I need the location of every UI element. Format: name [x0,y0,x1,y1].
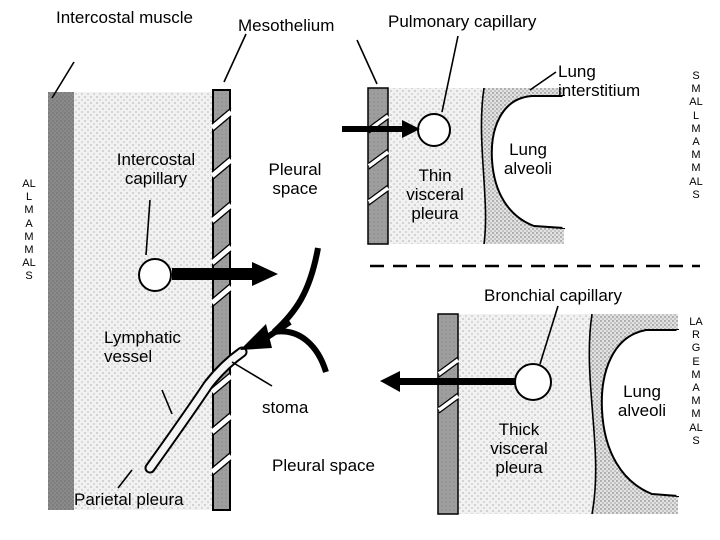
filtration-arrow-shaft [172,268,254,280]
large-mesothelium-band [437,313,459,515]
lung-alveoli-large-label: Lung alveoli [617,382,667,420]
pulmonary-capillary-circle [417,113,451,147]
pulmonary-capillary-label: Pulmonary capillary [388,12,537,31]
thick-visceral-pleura-label: Thick visceral pleura [490,420,548,477]
bronchial-capillary-label: Bronchial capillary [484,286,622,305]
thin-visceral-pleura-label: Thin visceral pleura [406,166,464,223]
mesothelium-gaps [210,110,233,474]
intercostal-capillary-circle [138,258,172,292]
parietal-pleura-panel [48,33,329,511]
small-filtration-arrow-shaft [342,126,404,132]
mesothelium-label: Mesothelium [238,16,335,35]
large-mammals-side-label: LARGE MAMMALS [689,316,703,447]
parietal-pleura-label: Parietal pleura [74,490,184,509]
large-filtration-arrow-shaft [398,378,516,385]
all-mammals-side-label: ALL MAMMALS [22,178,36,283]
intercostal-capillary-label: Intercostal capillary [116,150,196,188]
bronchial-capillary-circle [514,363,552,401]
intercostal-muscle-band [48,92,74,510]
lung-interstitium-label: Lung interstitium [558,62,641,100]
pleural-space-lower-label: Pleural space [272,456,376,475]
large-mammal-panel [380,305,680,515]
lung-alveoli-small-label: Lung alveoli [503,140,553,178]
small-mammals-side-label: SMALL MAMMALS [689,70,703,201]
parietal-tissue [48,92,230,510]
absorption-arrow-head [240,324,272,350]
small-alveolus [490,95,565,230]
lymphatic-vessel-lumen [146,348,246,472]
pleural-space-upper-label: Pleural space [268,160,322,198]
intercostal-muscle-label: Intercostal muscle [56,8,193,27]
small-mammal-panel [342,35,566,245]
large-alveolus [600,329,679,498]
absorption-curve-lower [273,328,329,373]
absorption-curve-upper [271,247,321,335]
lymphatic-vessel-label: Lymphatic vessel [104,328,181,366]
filtration-arrow-head [252,262,278,286]
stoma-pointer [231,361,273,387]
mesothelium-gap-edges [211,107,232,477]
stoma-label: stoma [262,398,309,417]
